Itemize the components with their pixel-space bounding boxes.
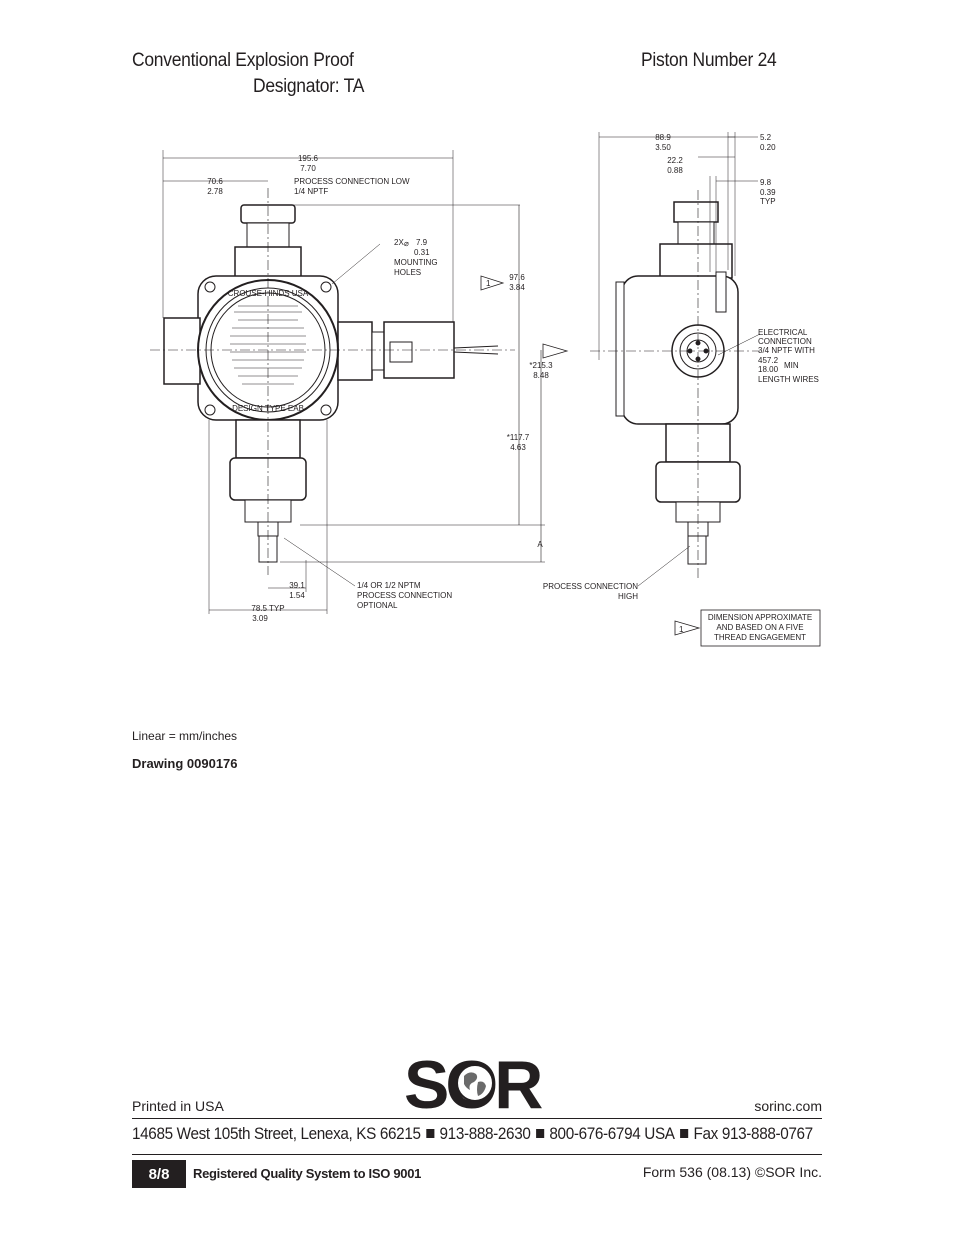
proc-high-2: HIGH [618,592,638,601]
dim-left-mm: 70.6 [207,177,223,186]
separator-square-icon [535,1129,545,1139]
elec-5: MIN [784,361,799,370]
dim-d5-mm: 5.2 [760,133,772,142]
note-2: AND BASED ON A FIVE [716,623,803,632]
proc-opt-3: OPTIONAL [357,601,398,610]
printed-in: Printed in USA [132,1098,224,1114]
dim-d9-in: 0.39 [760,188,776,197]
dim-h1-in: 3.84 [509,283,525,292]
dim-d22-mm: 22.2 [667,156,683,165]
quality-statement: Registered Quality System to ISO 9001 [193,1166,422,1181]
elec-1: ELECTRICAL [758,328,808,337]
dim-h2-in: 8.48 [533,371,549,380]
dim-a-label: A [537,540,543,549]
dim-d9-mm: 9.8 [760,178,772,187]
form-number: Form 536 (08.13) ©SOR Inc. [642,1164,822,1180]
address: 14685 West 105th Street, Lenexa, KS 6621… [132,1124,421,1143]
dim-w78-mm: 78.5 TYP [251,604,284,613]
dim-overall-in: 7.70 [300,164,316,173]
title-line-1: Conventional Explosion Proof [132,50,354,71]
elec-6: 18.00 [758,365,779,374]
dim-left-in: 2.78 [207,187,223,196]
diameter-icon: ⌀ [404,239,409,248]
drawing-number: Drawing 0090176 [132,756,238,771]
elec-2: CONNECTION [758,337,812,346]
sor-logo: SOR [404,1047,550,1123]
mount-count: 2X [394,238,404,247]
note-1: DIMENSION APPROXIMATE [708,613,812,622]
dim-d5-in: 0.20 [760,143,776,152]
elec-3: 3/4 NPTF WITH [758,346,815,355]
dim-d88-in: 3.50 [655,143,671,152]
proc-low-label: PROCESS CONNECTION LOW [294,177,410,186]
dim-d9-typ: TYP [760,197,776,206]
proc-opt-2: PROCESS CONNECTION [357,591,452,600]
note-marker-front: 1 [486,279,491,288]
dim-d22-in: 0.88 [667,166,683,175]
elec-4: 457.2 [758,356,779,365]
dim-w78-in: 3.09 [252,614,268,623]
nameplate-top: CROUSE-HINDS USA [228,289,309,298]
units-note: Linear = mm/inches [132,729,238,743]
mount-label-2: HOLES [394,268,421,277]
dim-h1-mm: 97.6 [509,273,525,282]
dim-w39-mm: 39.1 [289,581,305,590]
technical-drawing: CROUSE-HINDS USA DESIGN TYPE EAB 195.6 7… [150,132,821,647]
footer-rule-bottom [132,1154,822,1155]
separator-square-icon [680,1129,689,1139]
dim-h2-mm: *215.3 [529,361,553,370]
proc-opt-1: 1/4 OR 1/2 NPTM [357,581,421,590]
footer-rule-top [132,1118,822,1119]
phone-2: 800-676-6794 USA [549,1124,675,1143]
proc-high-1: PROCESS CONNECTION [543,582,638,591]
website-link[interactable]: sorinc.com [754,1098,822,1114]
dim-w39-in: 1.54 [289,591,305,600]
phone-1: 913-888-2630 [439,1124,531,1143]
mount-in: 0.31 [414,248,430,257]
title-right: Piston Number 24 [641,50,777,71]
nameplate-bottom: DESIGN TYPE EAB [232,404,304,413]
title-line-2: Designator: TA [253,76,365,97]
elec-7: LENGTH WIRES [758,375,819,384]
sor-logo-icon: SOR [404,1047,546,1123]
separator-square-icon [426,1129,435,1139]
proc-low-size: 1/4 NPTF [294,187,328,196]
mount-mm: 7.9 [416,238,428,247]
dim-d88-mm: 88.9 [655,133,671,142]
note-3: THREAD ENGAGEMENT [714,633,806,642]
page-number: 8/8 [132,1160,186,1188]
dim-h3-in: 4.63 [510,443,526,452]
mount-label-1: MOUNTING [394,258,438,267]
note-marker-side: 1 [679,625,684,634]
contact-line: 14685 West 105th Street, Lenexa, KS 6621… [132,1124,813,1144]
dim-overall-mm: 195.6 [298,154,319,163]
dim-h3-mm: *117.7 [507,433,530,442]
fax: Fax 913-888-0767 [693,1124,814,1143]
